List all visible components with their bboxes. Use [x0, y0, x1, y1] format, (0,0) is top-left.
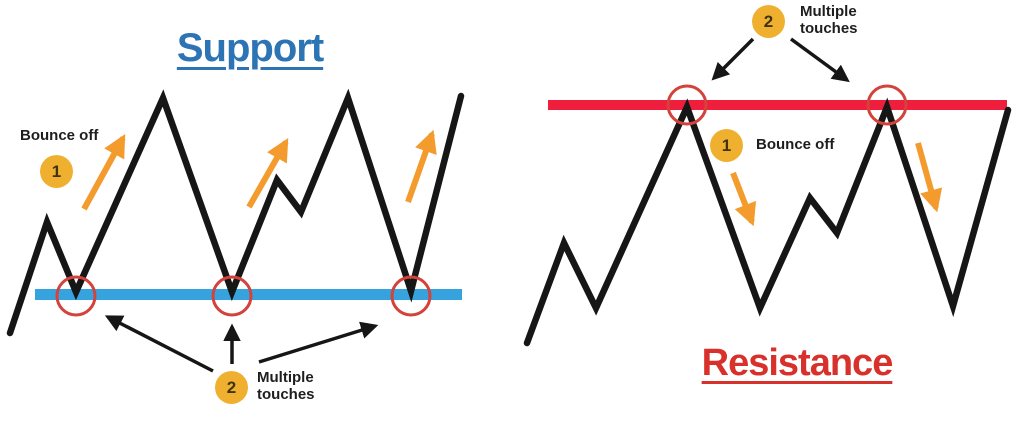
bounce-down-arrow-icon	[730, 171, 757, 227]
touch-annotation-arrow	[258, 321, 379, 364]
resistance-step-1-badge: 1	[710, 129, 743, 162]
bounce-down-arrow-icon	[915, 142, 943, 213]
bounce-up-arrow-icon	[405, 129, 437, 203]
touch-circle	[390, 275, 432, 317]
step-number: 2	[226, 377, 237, 397]
resistance-price-zigzag	[523, 97, 1012, 347]
bounce-up-arrow-icon	[81, 134, 126, 211]
touch-circle	[666, 84, 708, 126]
support-bounce-off-label: Bounce off	[20, 127, 99, 144]
step-number: 2	[763, 11, 774, 31]
resistance-title: Resistance	[701, 342, 894, 384]
touch-annotation-arrow	[104, 315, 214, 373]
support-step-1-badge: 1	[40, 155, 73, 188]
resistance-line	[548, 100, 1007, 110]
resistance-bounce-off-label: Bounce off	[756, 136, 835, 153]
touch-circle	[211, 275, 253, 317]
touch-annotation-arrow	[789, 37, 850, 83]
touch-circle	[866, 84, 908, 126]
bounce-up-arrow-icon	[246, 138, 289, 209]
touch-annotation-arrow	[711, 37, 755, 81]
support-line	[35, 289, 462, 300]
step-number: 1	[51, 161, 62, 181]
support-title: Support	[176, 26, 324, 70]
touch-circle	[55, 275, 97, 317]
support-multiple-touches-label: Multiple touches	[257, 369, 315, 403]
step-number: 1	[721, 135, 732, 155]
support-price-zigzag	[6, 88, 465, 337]
support-step-2-badge: 2	[215, 371, 248, 404]
resistance-multiple-touches-label: Multiple touches	[800, 3, 858, 37]
resistance-step-2-badge: 2	[752, 5, 785, 38]
